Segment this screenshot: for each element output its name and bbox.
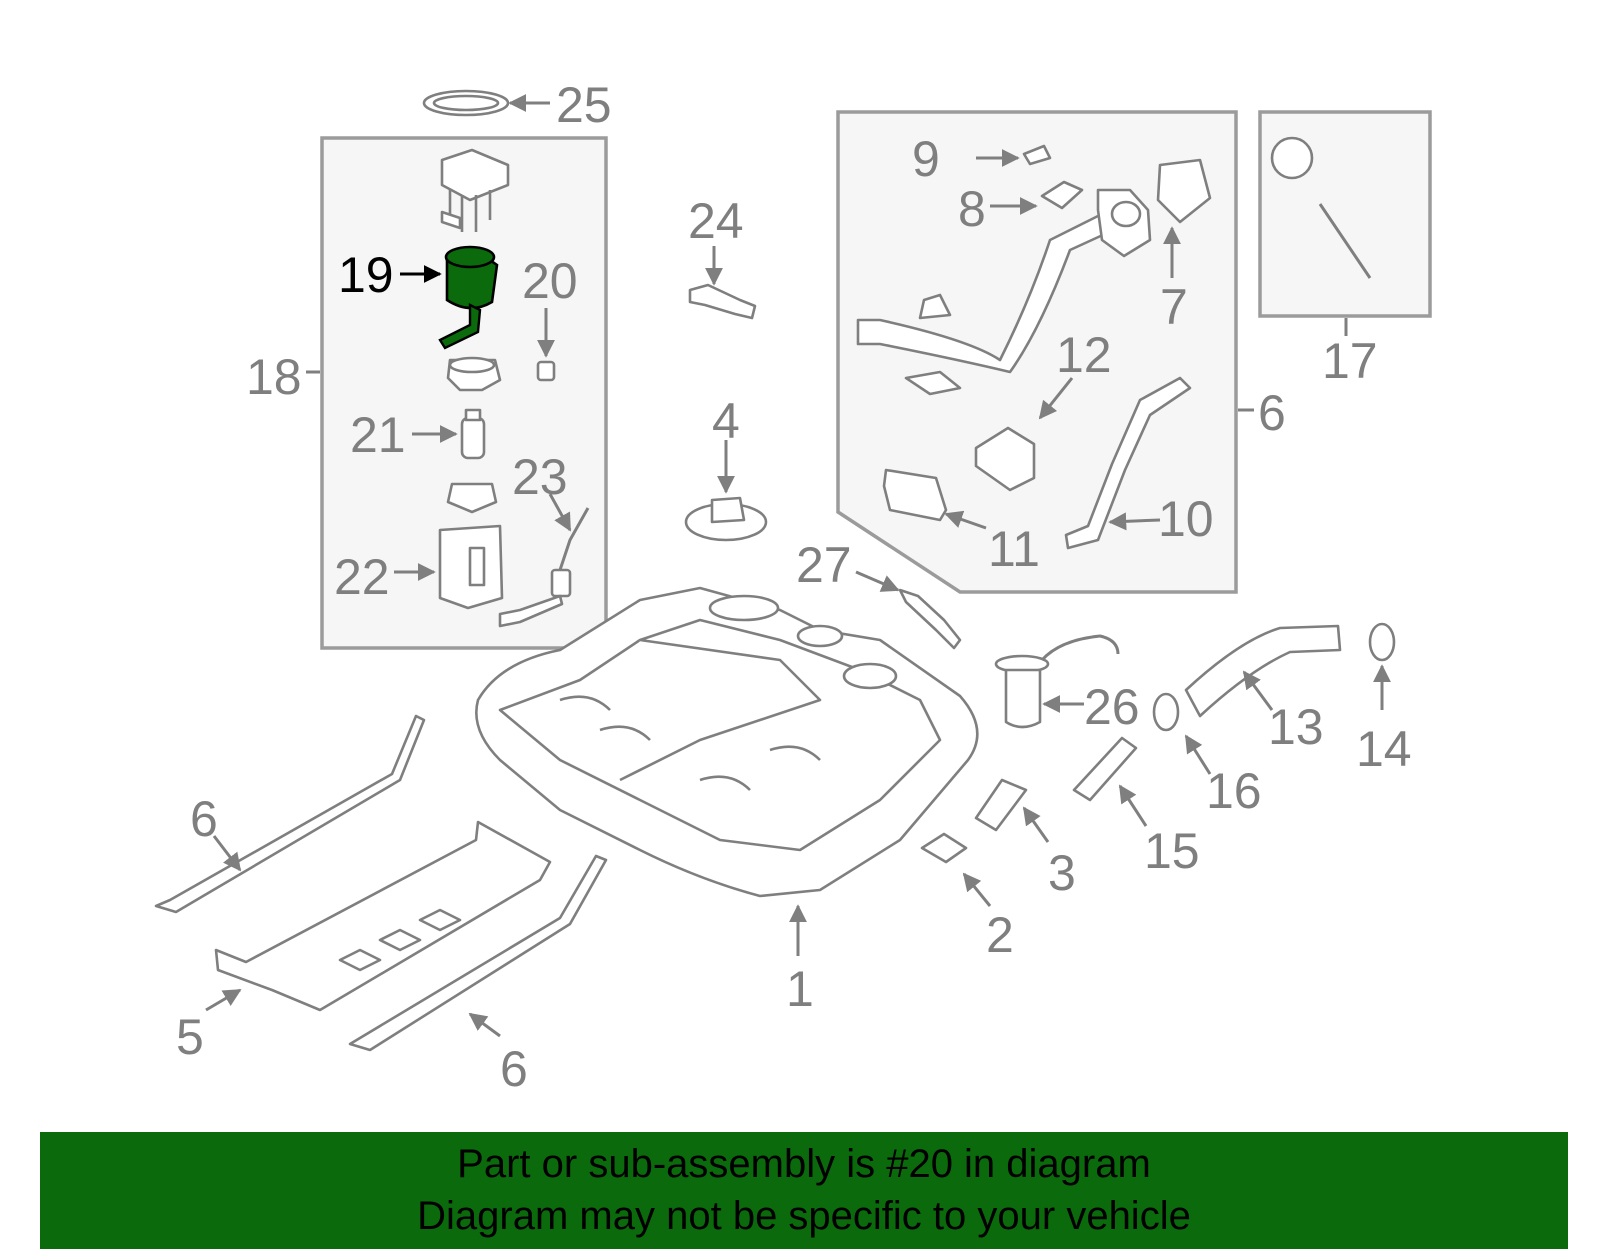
part-19-bracket [446,356,502,392]
callout-27: 26 [1084,679,1140,735]
callout-25: 24 [688,193,744,249]
group-box-18 [1258,110,1432,318]
part-4-valve [684,496,768,542]
part-28-hose [898,588,962,650]
parts-diagram: 25 18 19 20 21 23 22 24 4 9 8 7 12 6 11 … [154,77,1432,1097]
disclaimer-banner: Part or sub-assembly is #20 in diagram D… [40,1132,1568,1249]
part-18-cap [1270,136,1372,279]
callout-11: 10 [1158,491,1214,547]
part-15-clamp [1368,622,1396,662]
callout-20-highlighted: 19 [338,247,394,303]
callout-9: 8 [958,181,986,237]
callout-8: 7 [1160,279,1188,335]
part-24-sender [498,507,590,628]
part-3-pad [974,778,1028,832]
callout-28: 27 [796,537,852,593]
part-9-clip [1040,180,1084,210]
callout-4: 4 [712,393,740,449]
callout-10: 9 [912,131,940,187]
callout-7: 6 [1258,385,1286,441]
part-10-clip [1022,144,1052,166]
callout-5: 5 [176,1009,204,1065]
part-19-cap [446,482,498,514]
callout-12: 11 [988,521,1040,577]
part-2-pad [920,832,968,864]
part-1-fuel-tank [475,586,979,898]
callout-17: 16 [1206,763,1262,819]
callout-6-right: 6 [500,1041,528,1097]
part-19-module-top [440,148,510,232]
callout-23: 22 [334,549,390,605]
part-6-strap-left [154,714,426,914]
part-11-hose [1064,376,1192,550]
part-6-strap-right [348,854,608,1052]
banner-line-1: Part or sub-assembly is #20 in diagram [457,1142,1151,1186]
part-23-reservoir [438,524,504,610]
part-22-filter [460,408,486,460]
callout-14: 13 [1268,699,1324,755]
callout-19: 18 [246,349,302,405]
part-25-sensor [688,283,757,320]
callout-1: 1 [786,961,814,1017]
callout-24: 23 [512,449,568,505]
part-17-clamp [1152,692,1180,732]
callout-6-left: 6 [190,791,218,847]
callout-3: 3 [1048,845,1076,901]
part-26-gasket [422,89,510,117]
part-13-bracket [974,426,1036,492]
callout-26: 25 [556,77,612,133]
part-5-skid-plate [214,820,552,1012]
banner-line-2: Diagram may not be specific to your vehi… [417,1194,1191,1238]
callout-21: 20 [522,253,578,309]
part-7-filler-neck [856,188,1152,396]
part-20-fuel-pump-highlighted [438,245,499,350]
part-14-hose [1184,624,1342,718]
callout-22: 21 [350,407,406,463]
callout-16: 15 [1144,823,1200,879]
callout-13: 12 [1056,327,1112,383]
part-12-canister [882,468,948,522]
callout-15: 14 [1356,721,1412,777]
part-21-clip [536,360,556,382]
part-8-door [1156,158,1212,224]
callout-18: 17 [1322,333,1378,389]
part-27-assembly [994,634,1120,729]
callout-2: 2 [986,907,1014,963]
part-16-tube [1072,736,1138,802]
